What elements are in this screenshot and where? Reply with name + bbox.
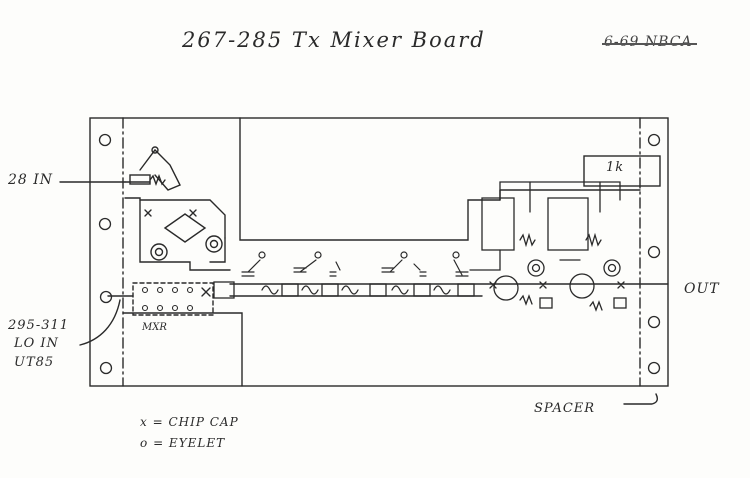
amplifier-stages xyxy=(469,181,627,312)
lo-part-label: 295-311 xyxy=(8,318,70,333)
toroid-right xyxy=(205,235,223,253)
input-network xyxy=(139,148,181,191)
tuning-caps xyxy=(241,251,469,277)
ground-plane-lower xyxy=(122,312,243,387)
toroid-left xyxy=(150,243,168,261)
lo-leader xyxy=(79,299,121,346)
output-label: OUT xyxy=(684,281,720,297)
ground-plane-edge xyxy=(239,117,501,241)
one-k-resistor-box xyxy=(583,155,661,187)
legend-chip-cap: x = CHIP CAP xyxy=(140,415,239,429)
legend-eyelet: o = EYELET xyxy=(140,436,226,450)
board-outline xyxy=(89,117,669,387)
diode-ring xyxy=(163,213,207,243)
spacer-label: SPACER xyxy=(534,401,596,416)
lo-in-label: LO IN xyxy=(14,336,59,351)
mixer-label: MXR xyxy=(142,322,167,333)
drawing-title: 267-285 Tx Mixer Board xyxy=(182,28,486,52)
drawing-date: 6-69 NBCA xyxy=(602,34,697,50)
filter-chain xyxy=(213,281,475,299)
input-label: 28 IN xyxy=(8,172,54,188)
one-k-label: 1k xyxy=(606,160,625,175)
lo-cable-label: UT85 xyxy=(14,355,55,370)
spacer-arrow xyxy=(623,393,659,405)
mounting-holes xyxy=(98,133,661,375)
